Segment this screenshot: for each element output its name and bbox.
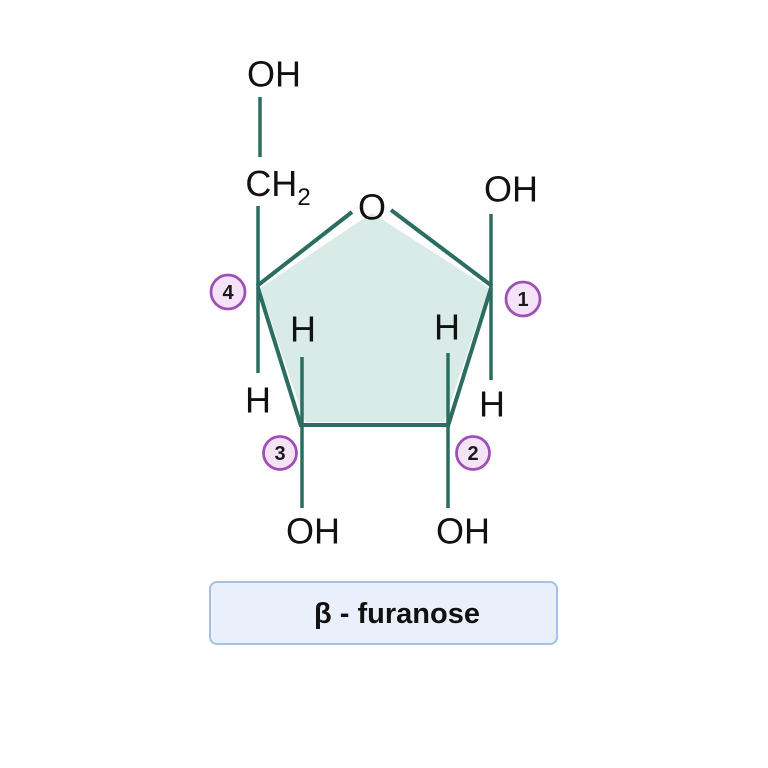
caption-text: β - furanose xyxy=(314,598,480,630)
c2-number-badge: 2 xyxy=(455,435,491,471)
label-ch2: CH2 xyxy=(245,163,310,211)
c1-number-badge: 1 xyxy=(504,280,542,318)
label-oh-c5: OH xyxy=(247,54,301,95)
bond-o-c4 xyxy=(255,210,354,288)
label-h-c4: H xyxy=(245,380,271,421)
bond-c4-c3 xyxy=(256,287,303,427)
c3-number-circle xyxy=(262,435,298,471)
c4-number-badge: 4 xyxy=(209,273,247,311)
label-ch2-subscript: 2 xyxy=(297,184,310,211)
label-oh-c3: OH xyxy=(286,511,340,552)
c2-number-text: 2 xyxy=(467,443,478,465)
label-oh-c1: OH xyxy=(484,169,538,210)
c3-number-badge: 3 xyxy=(262,435,298,471)
label-ring-oxygen: O xyxy=(358,187,386,228)
label-h-c2-inner: H xyxy=(434,307,460,348)
c4-number-circle xyxy=(209,273,247,311)
c2-number-circle xyxy=(455,435,491,471)
c1-number-text: 1 xyxy=(517,289,528,311)
c3-number-text: 3 xyxy=(274,443,285,465)
label-oh-c2: OH xyxy=(436,511,490,552)
caption-box-rect xyxy=(209,581,558,645)
c1-number-circle xyxy=(504,280,542,318)
furanose-ring-fill xyxy=(260,213,489,422)
bond-o-c1 xyxy=(389,208,494,288)
label-h-c1: H xyxy=(479,384,505,425)
label-h-c3-inner: H xyxy=(290,309,316,350)
caption-box: β - furanose xyxy=(209,581,558,645)
bond-c1-c2 xyxy=(446,287,493,427)
c4-number-text: 4 xyxy=(222,282,234,304)
label-ch2-main: CH xyxy=(245,163,297,204)
